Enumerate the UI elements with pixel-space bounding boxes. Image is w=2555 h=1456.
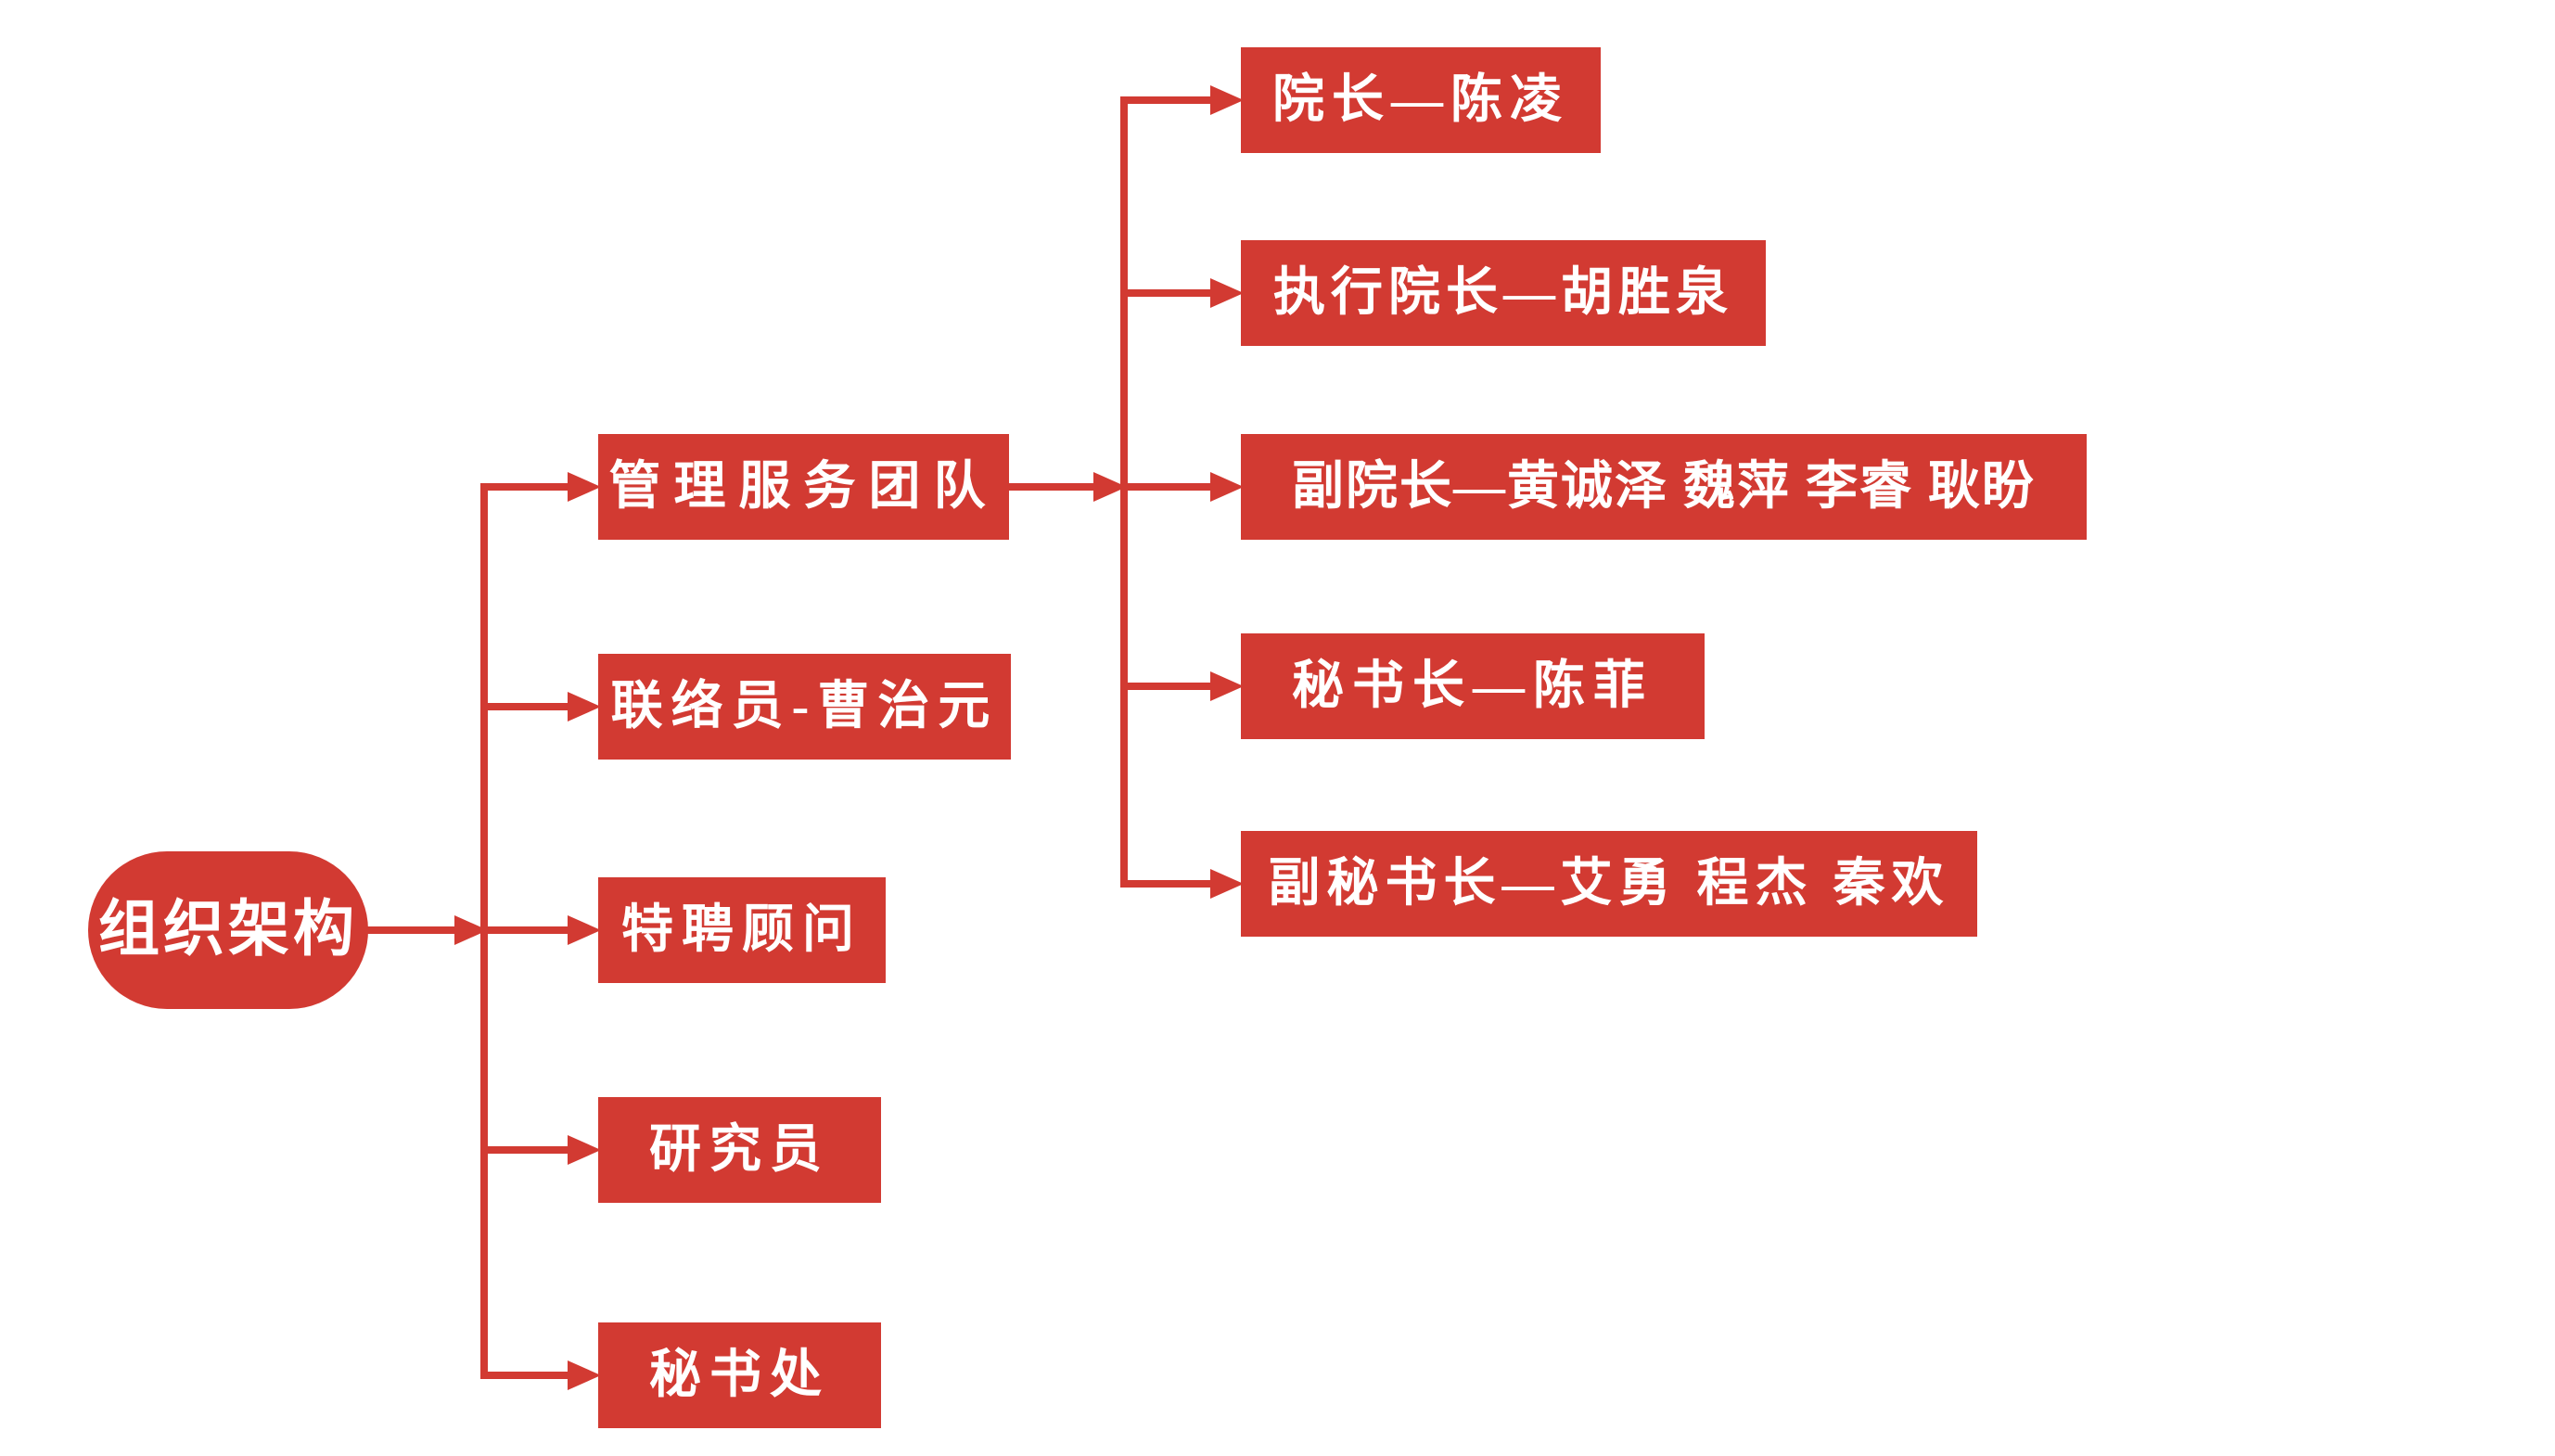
arrowhead [1210,278,1244,308]
node-executive-dean: 执行院长—胡胜泉 [1241,240,1766,346]
node-label: 研究员 [649,1121,830,1179]
arrowhead [454,915,488,945]
node-label: 管理服务团队 [608,458,999,516]
arrowhead [568,1360,601,1390]
arrowhead [1210,869,1244,899]
arrowhead [568,1135,601,1165]
arrowhead [568,915,601,945]
node-label: 秘书处 [649,1347,830,1404]
arrowhead [568,472,601,502]
node-label: 秘书长—陈菲 [1292,658,1654,715]
node-vice-deans: 副院长—黄诚泽 魏萍 李睿 耿盼 [1241,434,2087,540]
node-liaison: 联络员-曹治元 [598,654,1011,760]
node-management-team: 管理服务团队 [598,434,1009,540]
node-special-advisor: 特聘顾问 [598,877,886,983]
arrowhead [1210,85,1244,115]
root-node: 组织架构 [88,851,368,1009]
node-dean: 院长—陈凌 [1241,47,1601,153]
root-node-label: 组织架构 [98,896,358,964]
arrowhead [568,692,601,722]
arrowhead [1210,472,1244,502]
arrowhead [1093,472,1127,502]
node-label: 特聘顾问 [621,901,862,959]
node-label: 副秘书长—艾勇 程杰 秦欢 [1268,855,1950,913]
node-label: 执行院长—胡胜泉 [1273,264,1733,322]
node-secretariat: 秘书处 [598,1322,881,1428]
node-label: 院长—陈凌 [1272,71,1569,129]
node-label: 副院长—黄诚泽 魏萍 李睿 耿盼 [1292,458,2036,516]
node-researcher: 研究员 [598,1097,881,1203]
node-secretary-general: 秘书长—陈菲 [1241,633,1705,739]
node-deputy-secretary-generals: 副秘书长—艾勇 程杰 秦欢 [1241,831,1977,937]
node-label: 联络员-曹治元 [610,678,999,735]
arrowhead [1210,671,1244,701]
